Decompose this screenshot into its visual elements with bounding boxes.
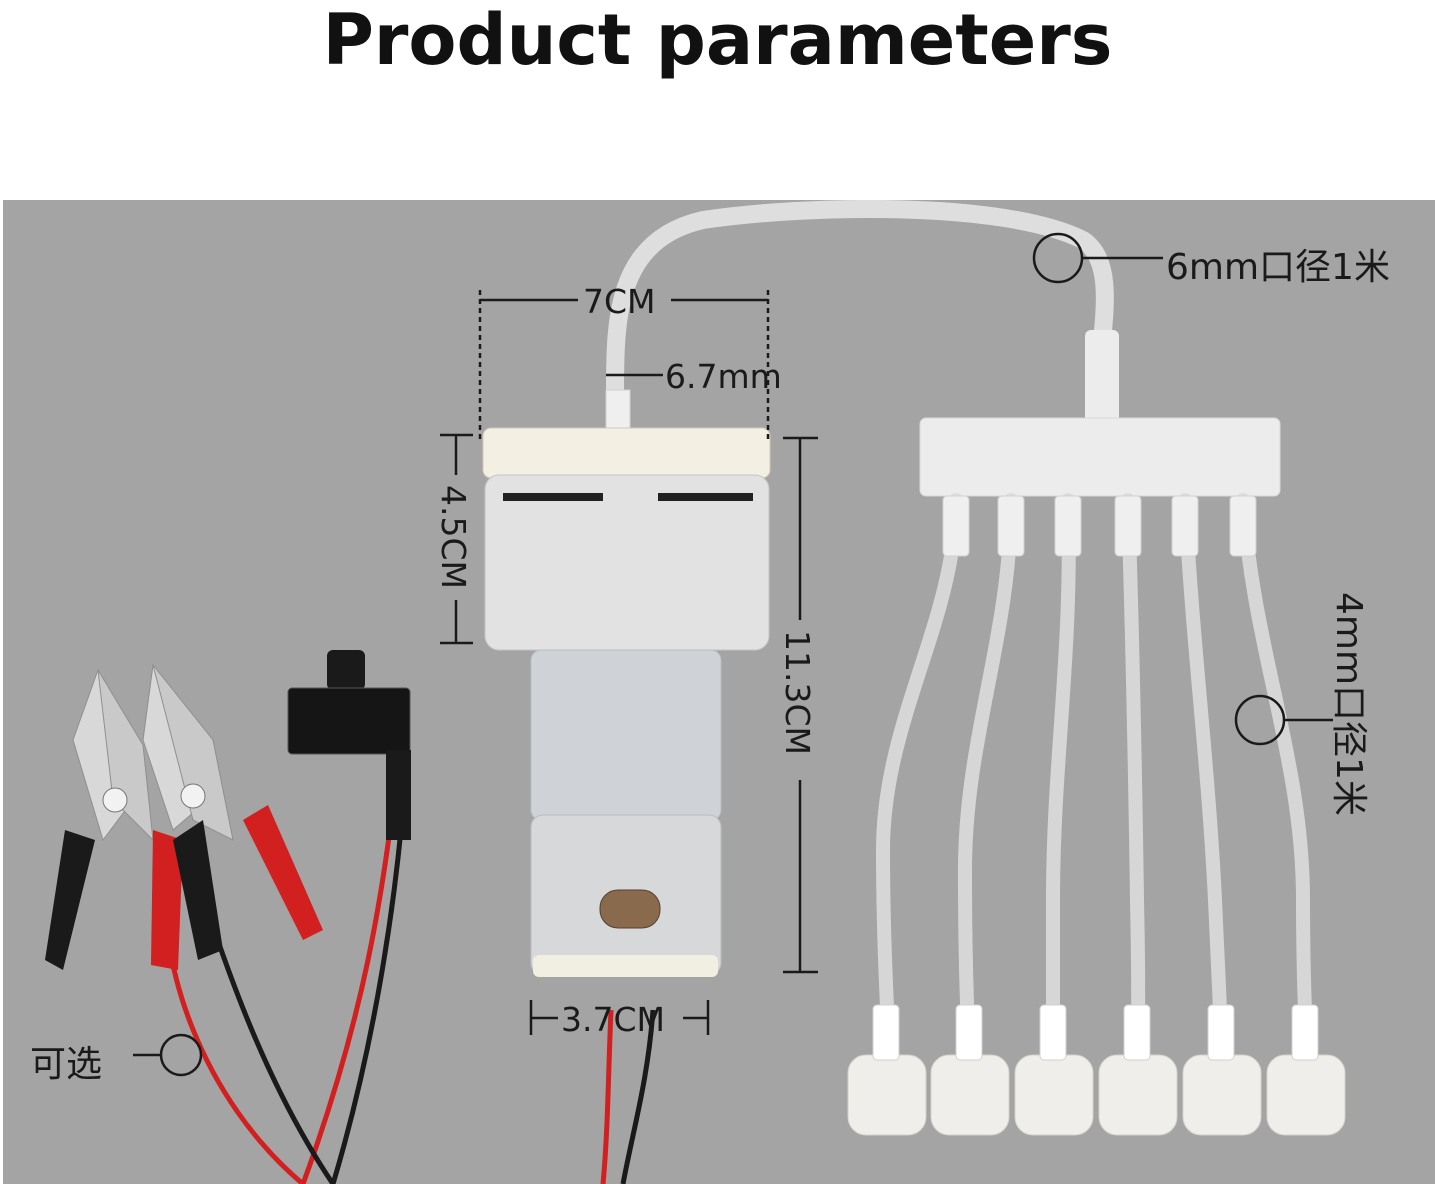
main-tube [606,200,1114,404]
manifold [919,417,1281,497]
optional-label: 可选 [30,1044,103,1085]
branch-nozzles [942,495,1257,557]
air-stones [847,1004,1346,1136]
main-tube-label: 6mm口径1米 [1166,247,1390,288]
outlet-label: 6.7mm [665,357,782,396]
pump-width-label: 7CM [583,282,656,321]
product-photo: 7CM 6.7mm 4.5CM 11.3CM 3.7CM 6mm口径1米 4mm… [3,200,1435,1184]
tee-stem [1085,330,1119,425]
motor-width-label: 3.7CM [561,1000,665,1039]
total-height-label: 11.3CM [778,630,817,755]
head-height-label: 4.5CM [434,485,473,589]
dimension-lines [133,232,1333,1077]
page-title: Product parameters [322,0,1113,81]
product-illustration [45,200,1346,1184]
switch-box [287,650,411,840]
pump [482,389,771,977]
branch-tube-label: 4mm口径1米 [1328,592,1369,816]
branch-tubes [875,493,1313,1057]
alligator-clips [45,663,323,970]
